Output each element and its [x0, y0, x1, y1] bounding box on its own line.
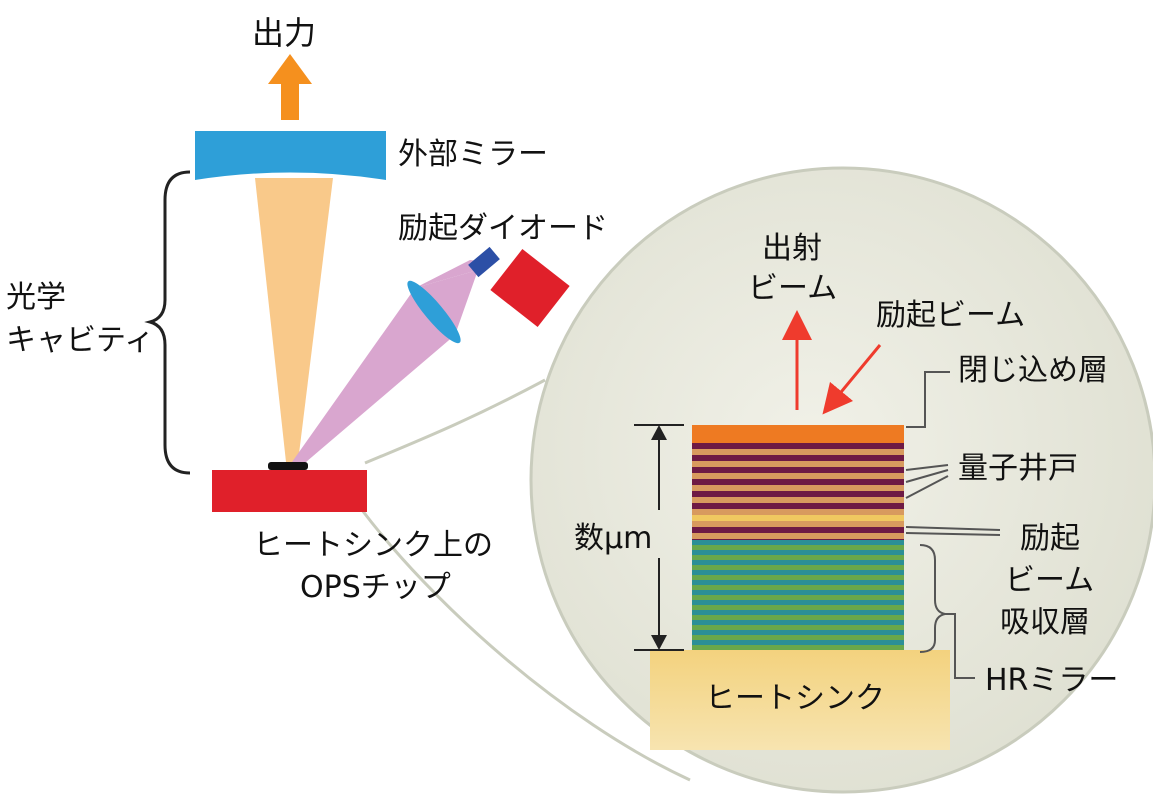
absorber-stripe: [692, 540, 904, 545]
emission-beam-label-2: ビーム: [748, 271, 837, 306]
ops-chip-label-1: ヒートシンク上の: [253, 528, 493, 563]
optical-cavity-label-1: 光学: [6, 280, 66, 315]
absorber-stripe: [692, 580, 904, 585]
absorber-stripe: [692, 640, 904, 645]
absorber-stripe: [692, 585, 904, 590]
qw-stripe: [692, 533, 904, 539]
pump-beam-label: 励起ビーム: [876, 298, 1025, 333]
pump-absorption-label-2: ビーム: [1005, 563, 1094, 598]
pump-arrow: [822, 344, 882, 415]
absorber-stripe: [692, 615, 904, 620]
qw-stripe: [692, 473, 904, 479]
pump-absorption-label-1: 励起: [1020, 521, 1080, 556]
cavity-bracket: [144, 170, 191, 475]
absorber-stripe: [692, 560, 904, 565]
absorber-stripe: [692, 545, 904, 550]
heatsink-block: [650, 650, 950, 750]
absorber-stripe: [692, 630, 904, 635]
qw-stripe: [692, 521, 904, 527]
external-mirror: [195, 131, 386, 180]
leader-pump-1: [905, 526, 1001, 531]
qw-stripe: [692, 527, 904, 533]
leader-lines: [905, 371, 1001, 679]
output-label: 出力: [252, 14, 316, 52]
ops-chip-label-2: OPSチップ: [300, 570, 451, 605]
external-mirror-label: 外部ミラー: [398, 137, 548, 172]
leader-qw-2: [905, 469, 949, 483]
absorber-stripe: [692, 625, 904, 630]
qw-stripe: [692, 443, 904, 449]
absorber-stripe: [692, 600, 904, 605]
magnifier-connector-bottom: [360, 509, 691, 782]
leader-qw-1: [905, 464, 949, 471]
magnifier-connector-top: [364, 378, 546, 465]
absorber-stripe: [692, 590, 904, 595]
absorber-stripe: [692, 645, 904, 650]
confinement-top-layer: [692, 425, 904, 443]
qw-stripe: [692, 515, 904, 521]
leader-confinement: [906, 371, 950, 428]
qw-stripe: [692, 461, 904, 467]
ops-chip: [212, 470, 367, 512]
leader-pump-2: [905, 532, 1001, 536]
confinement-layer-label: 閉じ込め層: [958, 353, 1108, 388]
qw-stripe: [692, 467, 904, 473]
quantum-well-label: 量子井戸: [958, 451, 1078, 486]
cavity-beam: [255, 178, 333, 462]
output-arrow: [268, 54, 312, 120]
qw-stripe: [692, 509, 904, 515]
lens: [407, 280, 461, 344]
absorber-stripe: [692, 575, 904, 580]
qw-stripe: [692, 503, 904, 509]
absorber-stripe: [692, 565, 904, 570]
gain-chip: [268, 462, 308, 470]
qw-stripe: [692, 449, 904, 455]
absorber-stripe: [692, 635, 904, 640]
emission-beam-label-1: 出射: [762, 231, 822, 266]
diode-body: [490, 249, 570, 327]
thickness-indicator: [634, 424, 684, 651]
leader-qw-3: [905, 475, 949, 499]
absorber-stripe: [692, 570, 904, 575]
absorber-stripe: [692, 605, 904, 610]
qw-stripe: [692, 491, 904, 497]
heatsink-label: ヒートシンク: [705, 681, 885, 716]
leader-hr: [945, 613, 975, 679]
diode-tip: [468, 246, 500, 278]
qw-stripe: [692, 479, 904, 485]
absorber-stripe: [692, 550, 904, 555]
hr-mirror-label: HRミラー: [985, 663, 1118, 698]
absorber-stripes: [692, 540, 904, 650]
qw-stripe: [692, 497, 904, 503]
pump-beam: [292, 270, 478, 462]
qw-stripe: [692, 485, 904, 491]
quantum-well-stripes: [692, 443, 904, 545]
absorber-stripe: [692, 620, 904, 625]
absorber-stripe: [692, 595, 904, 600]
pump-absorption-label-3: 吸収層: [1000, 605, 1090, 640]
thickness-label: 数μm: [574, 521, 652, 556]
pump-diode-label: 励起ダイオード: [398, 211, 608, 246]
layer-stack: [692, 425, 904, 650]
absorber-stripe: [692, 555, 904, 560]
qw-stripe: [692, 455, 904, 461]
optical-cavity-label-2: キャビティ: [6, 323, 154, 358]
pump-diode: [468, 246, 570, 327]
absorber-stripe: [692, 610, 904, 615]
